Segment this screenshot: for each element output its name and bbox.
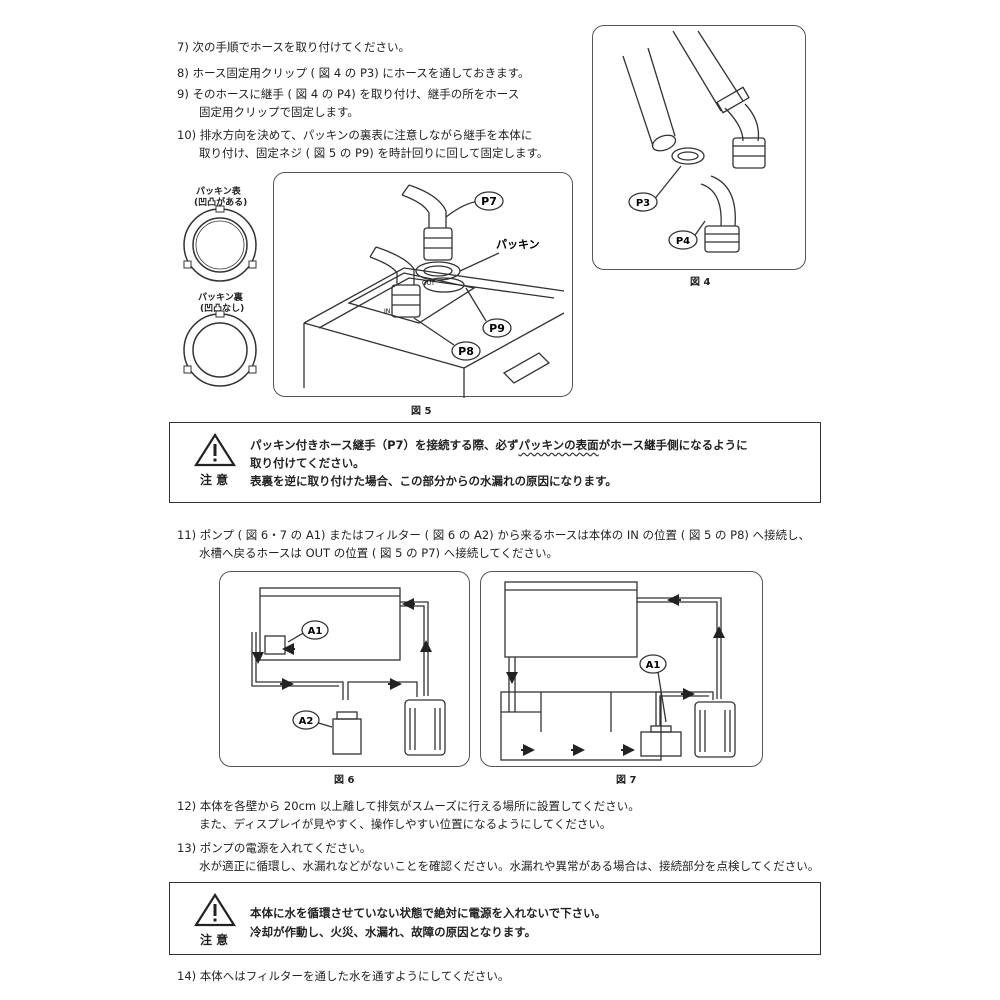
step-12-line2: また、ディスプレイが見やすく、操作しやすい位置になるようにしてください。 — [199, 817, 612, 831]
warning-1-line-1c: がホース継手側になるように — [598, 438, 748, 452]
step-8: 8) ホース固定用クリップ ( 図 4 の P3) にホースを通しておきます。 — [177, 66, 530, 80]
warning-box-1: 注 意 パッキン付きホース継手（P7）を接続する際、必ずパッキンの表面がホース継… — [169, 422, 821, 503]
step-9-line2: 固定用クリップで固定します。 — [199, 105, 359, 119]
fig6-a2-label: A2 — [299, 716, 314, 727]
p7-label: P7 — [481, 195, 497, 208]
step-13-line1: 13) ポンプの電源を入れてください。 — [177, 841, 372, 855]
p3-label: P3 — [636, 198, 650, 209]
step-12-line1: 12) 本体を各壁から 20cm 以上離して排気がスムーズに行える場所に設置して… — [177, 799, 640, 813]
packing-back-label-2: (凹凸なし) — [200, 304, 245, 314]
figure-5-drawing: OUT IN P7 パッキン P9 P8 — [303, 184, 565, 398]
p4-label: P4 — [676, 236, 690, 247]
step-11-line2: 水槽へ戻るホースは OUT の位置 ( 図 5 の P7) へ接続してください。 — [199, 546, 559, 560]
warning-1-line-1b: パッキンの表面 — [518, 438, 599, 452]
figure-6-caption: 図 6 — [334, 775, 355, 786]
step-13-line2: 水が適正に循環し、水漏れなどがないことを確認ください。水漏れや異常がある場合は、… — [199, 859, 820, 873]
warning-label: 注 意 — [200, 933, 229, 947]
figure-6: A1 A2 — [219, 571, 470, 767]
step-10-line2: 取り付け、固定ネジ ( 図 5 の P9) を時計回りに回して固定します。 — [199, 146, 549, 160]
figure-7-caption: 図 7 — [616, 775, 637, 786]
in-marking: IN — [384, 308, 390, 315]
out-marking: OUT — [422, 280, 435, 287]
warning-2-line-2: 冷却が作動し、火災、水漏れ、故障の原因となります。 — [250, 925, 537, 939]
figure-7: A1 — [480, 571, 763, 767]
fig6-a1-label: A1 — [308, 626, 323, 637]
p9-label: P9 — [489, 322, 505, 335]
figure-7-drawing: A1 — [500, 581, 736, 761]
packing-back-drawing — [183, 310, 257, 387]
warning-1-line-3: 表裏を逆に取り付けた場合、この部分からの水漏れの原因になります。 — [250, 474, 617, 488]
warning-box-2: 注 意 本体に水を循環させていない状態で絶対に電源を入れないで下さい。 冷却が作… — [169, 882, 821, 955]
step-10-line1: 10) 排水方向を決めて、パッキンの裏表に注意しながら継手を本体に — [177, 128, 533, 142]
packing-callout-label: パッキン — [496, 238, 540, 251]
warning-icon — [192, 892, 238, 931]
step-9-line1: 9) そのホースに継手 ( 図 4 の P4) を取り付け、継手の所をホース — [177, 87, 520, 101]
p8-label: P8 — [458, 345, 474, 358]
figure-4: P3 P4 — [592, 25, 806, 270]
figure-6-drawing: A1 A2 — [251, 587, 446, 756]
warning-1-line-1: パッキン付きホース継手（P7）を接続する際、必ずパッキンの表面がホース継手側にな… — [250, 437, 748, 453]
figure-5-caption: 図 5 — [411, 406, 432, 417]
figure-5: OUT IN P7 パッキン P9 P8 — [273, 172, 573, 398]
packing-front-label-2: (凹凸がある) — [194, 198, 248, 208]
packing-back-label-1: パッキン裏 — [198, 293, 243, 303]
warning-1-line-1a: パッキン付きホース継手（P7）を接続する際、必ず — [250, 438, 519, 452]
packing-front-drawing — [183, 205, 257, 282]
step-11-line1: 11) ポンプ ( 図 6・7 の A1) またはフィルター ( 図 6 の A… — [177, 528, 811, 542]
fig7-a1-label: A1 — [646, 660, 661, 671]
warning-label: 注 意 — [200, 473, 229, 487]
warning-2-line-1: 本体に水を循環させていない状態で絶対に電源を入れないで下さい。 — [250, 906, 607, 920]
figure-4-caption: 図 4 — [690, 277, 711, 288]
step-14: 14) 本体へはフィルターを通した水を通すようにしてください。 — [177, 969, 510, 983]
packing-front-label-1: パッキン表 — [196, 187, 241, 197]
warning-1-line-2: 取り付けてください。 — [250, 456, 365, 470]
step-7: 7) 次の手順でホースを取り付けてください。 — [177, 40, 411, 54]
warning-icon — [192, 432, 238, 471]
figure-4-drawing: P3 P4 — [622, 30, 766, 253]
